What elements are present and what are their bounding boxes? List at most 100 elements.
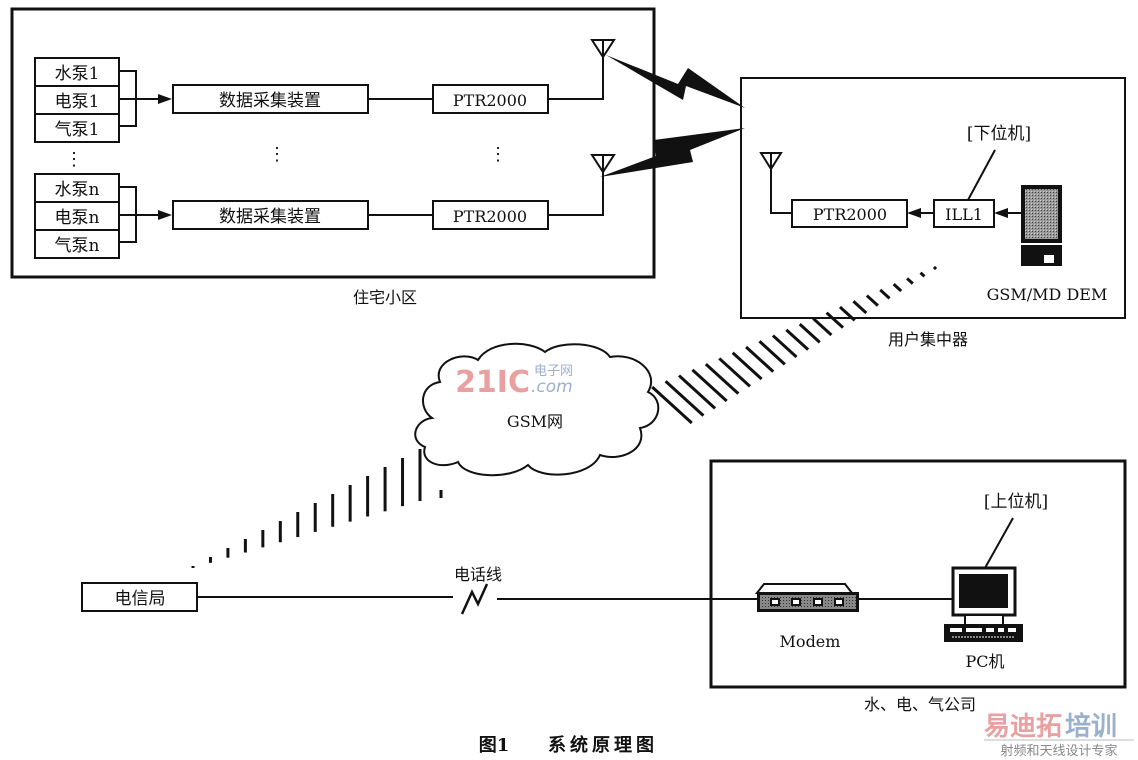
beam-stroke <box>771 334 798 359</box>
residential-area: 水泵1 电泵1 气泵1 数据采集装置 PTR2000 ⋮ ⋮ ⋮ 水泵n <box>10 7 656 307</box>
arrow-head <box>907 208 921 218</box>
line-break-icon <box>460 583 489 615</box>
beam-stroke <box>731 351 763 381</box>
modem-icon <box>754 583 859 612</box>
lower-machine-label: [下位机] <box>967 124 1031 144</box>
pump-box <box>34 229 120 259</box>
data-collector-box <box>172 200 369 230</box>
cloud-shape <box>414 342 660 477</box>
beam-stroke <box>664 380 705 417</box>
beam-stroke <box>892 283 903 293</box>
watermark-21ic: 21IC <box>455 365 530 400</box>
pump-label: 水泵1 <box>55 64 100 84</box>
antenna-feed <box>548 50 604 100</box>
beam-stroke <box>678 374 717 410</box>
utility-label: 水、电、气公司 <box>864 695 976 714</box>
corner-watermark: 易迪拓 培训 射频和天线设计专家 <box>984 712 1134 759</box>
beam-stroke <box>651 385 693 425</box>
callout-line <box>984 517 1014 569</box>
concentrator-frame <box>740 77 1126 319</box>
residential-label: 住宅小区 <box>353 288 417 307</box>
beam-stroke <box>825 311 845 329</box>
beam-stroke <box>785 328 810 351</box>
beam-stroke <box>691 368 728 403</box>
phone-line-label: 电话线 <box>454 565 502 584</box>
callout-line <box>967 149 996 201</box>
gsm-modem-label: GSM/MD DEM <box>987 285 1108 304</box>
beam-stroke <box>852 300 868 315</box>
pump-label: 气泵n <box>55 236 100 256</box>
residential-frame <box>10 7 656 279</box>
ellipsis: ⋮ <box>489 144 507 165</box>
antenna-feed <box>770 169 792 214</box>
antenna-feed <box>548 165 604 216</box>
ptr2000-label: PTR2000 <box>813 205 887 224</box>
modem-label: Modem <box>780 632 841 651</box>
telecom-section: 电信局 电话线 <box>81 565 760 615</box>
beam-stroke <box>919 271 926 278</box>
beam-stroke <box>704 363 740 395</box>
pc-icon <box>944 566 1023 642</box>
pump-box <box>34 113 120 143</box>
arrow-head <box>994 208 1008 218</box>
figure-number: 图1 <box>479 735 510 756</box>
gsm-modem-icon <box>1021 185 1062 266</box>
pump-bus <box>119 186 160 243</box>
ptr2000-label: PTR2000 <box>453 91 527 110</box>
antenna-icon <box>759 152 783 171</box>
pump-label: 水泵n <box>55 180 100 200</box>
beam-stroke <box>758 340 786 366</box>
gsm-beam-upper <box>651 265 938 425</box>
lightning-bolt-icon <box>606 55 745 108</box>
concentrator-label: 用户集中器 <box>888 330 968 349</box>
utility-company: Modem [上位机] PC机 水、电、气公司 <box>709 459 1127 714</box>
pump-group-1: 水泵1 电泵1 气泵1 数据采集装置 PTR2000 <box>34 39 616 143</box>
ellipsis: ⋮ <box>268 144 286 165</box>
figure-caption: 图1 系统原理图 <box>479 734 658 756</box>
gsm-network-cloud: 21IC 电子网 .com GSM网 <box>414 342 660 477</box>
beam-stroke <box>745 345 775 373</box>
beam-stroke <box>879 288 891 300</box>
beam-stroke <box>932 265 938 271</box>
gsm-beam-lower <box>191 449 443 568</box>
ptr2000-label: PTR2000 <box>453 207 527 226</box>
pump-bus <box>119 70 160 127</box>
pump-group-n: 水泵n 电泵n 气泵n 数据采集装置 PTR2000 <box>34 154 616 259</box>
pump-label: 气泵1 <box>55 120 100 140</box>
data-collector-label: 数据采集装置 <box>219 207 321 227</box>
pump-label: 电泵n <box>55 208 100 228</box>
pump-label: 电泵1 <box>55 92 100 112</box>
ellipsis: ⋮ <box>65 149 83 170</box>
ill1-box <box>933 199 995 228</box>
user-concentrator: PTR2000 ILL1 [下位机] <box>740 77 1126 349</box>
beam-stroke <box>838 305 856 322</box>
upper-machine-label: [上位机] <box>984 492 1048 512</box>
data-collector-box <box>172 84 369 114</box>
beam-stroke <box>865 294 879 307</box>
beam-stroke <box>812 317 833 337</box>
utility-frame <box>709 459 1127 689</box>
pump-box <box>34 173 120 203</box>
pc-label: PC机 <box>965 652 1004 671</box>
wireless-link-icon <box>600 55 745 177</box>
lightning-bolt-icon <box>600 128 745 177</box>
figure-title: 系统原理图 <box>548 734 658 756</box>
watermark-tagline: 射频和天线设计专家 <box>1000 743 1117 759</box>
beam-stroke <box>798 323 821 344</box>
ptr2000-box <box>791 199 908 228</box>
watermark-21ic-sub: 电子网 <box>534 364 573 379</box>
beam-stroke <box>718 357 751 388</box>
cloud-label: GSM网 <box>507 412 563 431</box>
beam-stroke <box>906 277 914 285</box>
telecom-label: 电信局 <box>115 589 166 609</box>
arrow-head <box>158 94 172 104</box>
ill1-label: ILL1 <box>945 205 983 224</box>
watermark-brand-blue: 培训 <box>1065 712 1117 742</box>
watermark-brand-red: 易迪拓 <box>984 712 1062 742</box>
antenna-icon <box>590 39 616 59</box>
watermark-21ic-com: .com <box>531 377 573 397</box>
arrow-head <box>158 210 172 220</box>
antenna-icon <box>590 154 616 174</box>
data-collector-label: 数据采集装置 <box>219 91 321 111</box>
